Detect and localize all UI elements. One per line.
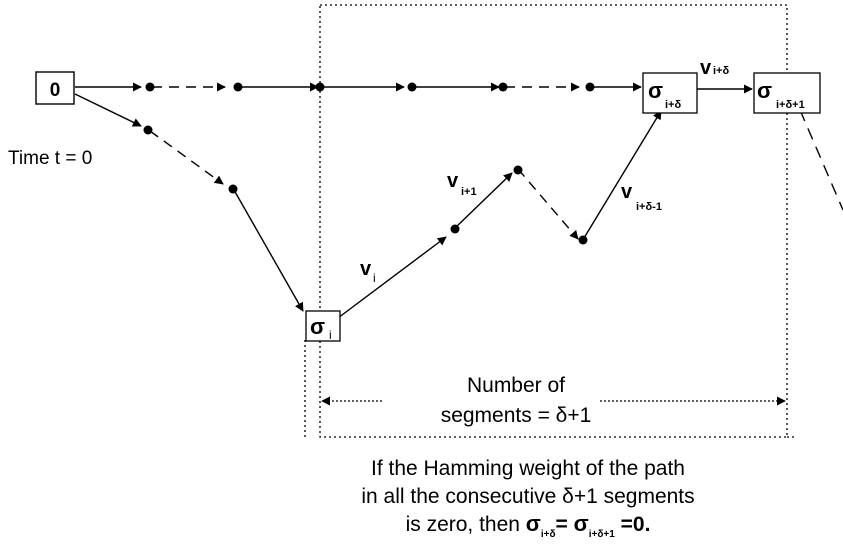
- window-box: [319, 4, 788, 438]
- edge-dashed-down: [517, 168, 579, 240]
- dot: [450, 224, 460, 234]
- nodes-dots: [143, 82, 595, 245]
- v-id1-main: v: [621, 181, 633, 203]
- caption-sigma1: σ: [526, 511, 541, 536]
- dot: [513, 165, 523, 175]
- start-node-label: 0: [50, 80, 61, 101]
- down-edge-1: [74, 93, 142, 127]
- caption-sub1: i+δ: [541, 529, 556, 540]
- dot: [585, 82, 595, 92]
- dot: [407, 82, 417, 92]
- caption-suffix: =0.: [615, 513, 651, 536]
- edge-v-id1: [583, 110, 662, 239]
- caption-line3: is zero, then σi+δ= σi+δ+1 =0.: [406, 511, 651, 540]
- edge-v-i1: [454, 172, 513, 229]
- v-id-main: v: [700, 57, 712, 79]
- sigma-i-delta1-sub: i+δ+1: [776, 99, 805, 111]
- down-edge-2: [149, 130, 224, 185]
- dot: [143, 125, 153, 135]
- segment-label-line1: Number of: [467, 374, 565, 397]
- segment-label-line2: segments = δ+1: [441, 404, 592, 427]
- start-node-box: [35, 71, 75, 105]
- edge-v-i: [325, 236, 447, 328]
- time-label: Time t = 0: [8, 148, 92, 169]
- sigma-i-delta-node-box: [642, 72, 698, 114]
- v-i-sub: i: [373, 271, 376, 285]
- sigma-i-delta-sub: i+δ: [665, 99, 681, 111]
- v-id1-sub: i+δ-1: [636, 201, 662, 213]
- sigma-i-delta1-symbol: σ: [757, 78, 772, 103]
- caption-equals: =: [556, 513, 574, 536]
- sigma-i-sub: i: [329, 328, 332, 342]
- sigma-i-delta1-node-box: [753, 72, 821, 114]
- sigma-i-delta-symbol: σ: [648, 78, 663, 103]
- caption-line2: in all the consecutive δ+1 segments: [361, 485, 694, 508]
- dot: [578, 235, 588, 245]
- edge-exit-dashed: [799, 109, 843, 211]
- caption-prefix: is zero, then: [406, 513, 526, 536]
- v-i1-main: v: [447, 170, 459, 192]
- dot: [233, 82, 243, 92]
- down-edge-3: [233, 189, 304, 312]
- dot: [145, 82, 155, 92]
- dot: [498, 82, 508, 92]
- v-i1-sub: i+1: [461, 186, 477, 198]
- caption-line1: If the Hamming weight of the path: [371, 457, 685, 480]
- dot: [228, 184, 238, 194]
- dot: [315, 82, 325, 92]
- v-id-sub: i+δ: [713, 65, 729, 77]
- caption-sigma2: σ: [574, 511, 589, 536]
- caption-sub2: i+δ+1: [589, 529, 616, 540]
- sigma-i-symbol: σ: [310, 314, 325, 339]
- sigma-i-node-box: [305, 310, 341, 342]
- v-i-main: v: [360, 258, 372, 280]
